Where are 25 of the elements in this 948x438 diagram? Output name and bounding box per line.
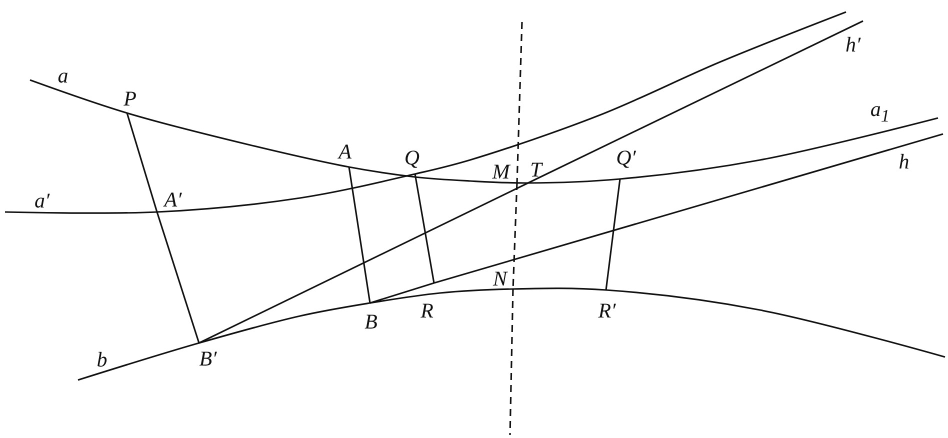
curve-label: b	[96, 350, 108, 370]
line-segment	[126, 112, 158, 212]
curve-label: a$_{1}$	[870, 99, 890, 125]
point-label: A′	[164, 190, 182, 210]
curve-label: h	[898, 152, 910, 172]
point-label: B′	[199, 348, 217, 370]
point-label: M	[492, 162, 510, 182]
line-segment	[156, 212, 200, 344]
curve-label: a	[58, 66, 68, 86]
line-segment	[348, 166, 371, 304]
line-segment	[605, 178, 621, 290]
point-label: R′	[598, 300, 616, 322]
line-segment	[198, 182, 528, 344]
point-label: Q	[404, 148, 420, 168]
point-label: N	[493, 268, 507, 290]
curve-label: a′	[34, 190, 50, 212]
line-segment	[414, 174, 435, 284]
point-label: P	[124, 88, 136, 110]
point-label: Q′	[616, 148, 636, 168]
point-label: R	[420, 300, 434, 322]
line-segment	[370, 282, 434, 304]
point-label: B	[364, 312, 378, 332]
point-label: A	[338, 142, 352, 162]
point-label: T	[530, 160, 542, 180]
curve-label: h′	[845, 34, 861, 56]
